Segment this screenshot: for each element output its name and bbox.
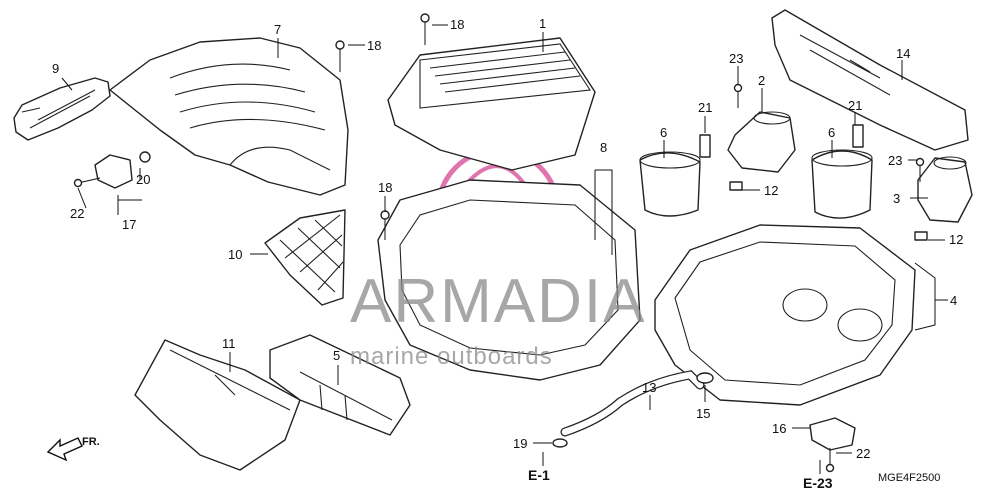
leader-lines [61,24,948,454]
callout-14: 14 [896,46,910,61]
callout-11: 11 [222,336,236,351]
intake-joint-2-part [727,111,796,173]
bracket-part [771,9,969,151]
bolt-21-left [699,134,711,158]
callout-6-left: 6 [660,125,667,140]
watermark-tagline: marine outboards [350,343,553,370]
callout-10: 10 [228,247,242,262]
breather-hose-part [560,370,705,437]
callout-18-mid: 18 [378,180,392,195]
callout-1: 1 [539,16,546,31]
bolt-21-right [852,124,864,148]
air-box-frame-part [377,179,641,381]
intake-joint-3-part [917,156,973,223]
callout-20: 20 [136,172,150,187]
mesh-cover-part [264,209,346,306]
bolt-22-left [73,177,101,188]
bolt-23-top [733,83,743,108]
lower-air-box-part [654,224,916,406]
callout-21-right: 21 [848,98,862,113]
callout-9: 9 [52,61,59,76]
callout-23-right: 23 [888,153,902,168]
callout-2: 2 [758,73,765,88]
callout-18-top: 18 [450,17,464,32]
bolt-23-right [915,157,925,182]
callout-3: 3 [893,191,900,206]
side-cover-11-part [134,339,301,471]
callout-19: 19 [513,436,527,451]
callout-12-left: 12 [764,183,778,198]
clip-12-left-part [729,181,743,191]
side-cover-5-part [269,334,411,436]
intake-funnel-left-part [639,151,701,217]
callout-22-left: 22 [70,206,84,221]
callout-13: 13 [642,380,656,395]
callout-4: 4 [950,293,957,308]
sensor-part [94,151,151,189]
callout-23-top: 23 [729,51,743,66]
callout-6-right: 6 [828,125,835,140]
intake-duct-part [13,77,111,141]
callout-7: 7 [274,22,281,37]
callout-21-left: 21 [698,100,712,115]
front-direction-arrow: FR. [46,436,100,462]
callout-15: 15 [696,406,710,421]
bolt-18-right [335,40,345,72]
direction-label: FR. [82,436,100,448]
reference-e1: E-1 [528,467,550,483]
callout-labels: 1 2 3 4 5 6 6 7 8 9 10 11 12 12 13 14 15… [52,16,963,461]
callout-18-right: 18 [367,38,381,53]
callout-5: 5 [333,348,340,363]
bolt-18-top [420,13,430,45]
air-cleaner-cover-part [109,37,349,196]
intake-funnel-right-part [811,149,873,219]
clamp-15-part [696,372,714,384]
watermark-brand: ARMADIA [350,267,646,336]
sensor-16-part [809,417,856,451]
callout-17: 17 [122,217,136,232]
callout-22-right: 22 [856,446,870,461]
clip-12-right-part [914,231,928,241]
callout-8: 8 [600,140,607,155]
air-filter-part [387,37,596,171]
reference-e23: E-23 [803,475,833,491]
diagram-code: MGE4F2500 [878,472,940,484]
callout-12-right: 12 [949,232,963,247]
callout-16: 16 [772,421,786,436]
bolt-22-right [825,448,835,473]
clamp-19-part [552,438,568,448]
